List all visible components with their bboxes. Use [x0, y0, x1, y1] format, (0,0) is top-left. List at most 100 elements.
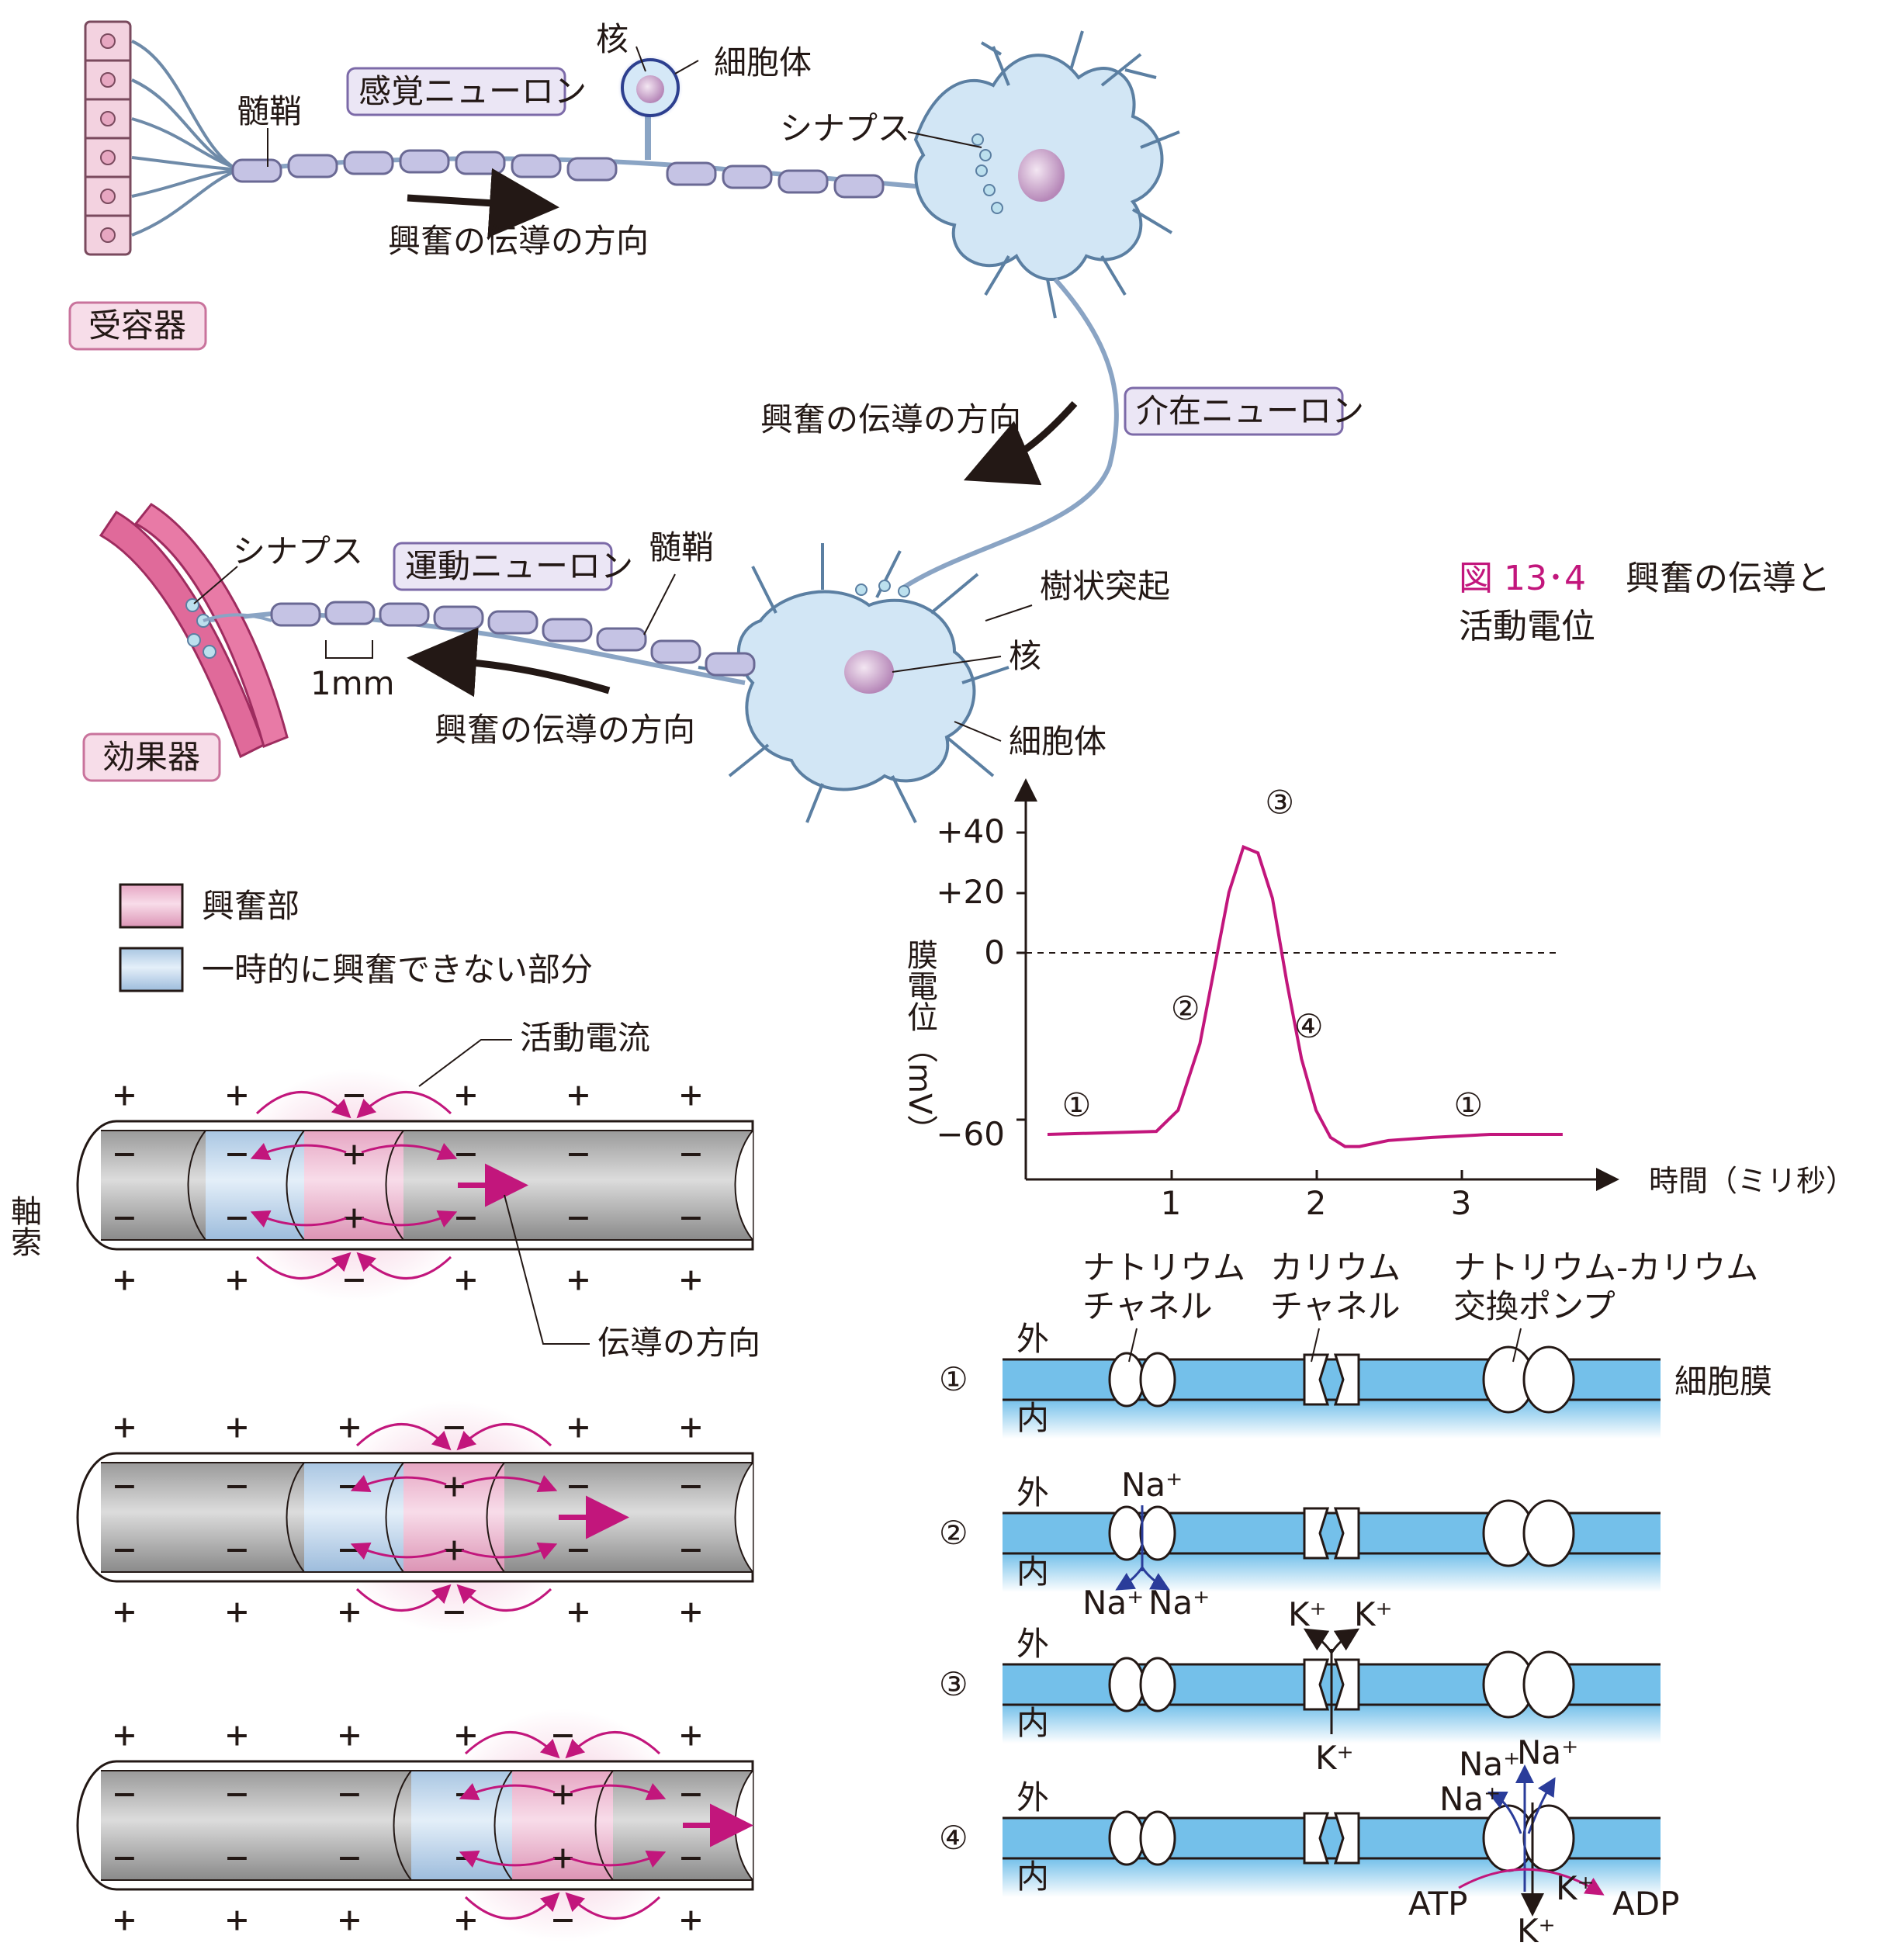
charge-sign: −	[226, 1196, 248, 1239]
charge-sign: +	[226, 1590, 248, 1633]
k-ion-label: K⁺	[1517, 1912, 1556, 1950]
x-tick-label: 3	[1451, 1184, 1472, 1222]
na-ion-label: Na⁺	[1082, 1584, 1144, 1622]
step-number: ②	[939, 1514, 968, 1552]
cell-body-label-top: 細胞体	[714, 43, 812, 81]
charge-sign: −	[226, 1836, 248, 1879]
figure-title-2: 活動電位	[1459, 607, 1595, 646]
axon-tube: ++−−++−−++−−++−−−−++++−−	[76, 1709, 754, 1942]
charge-sign: +	[680, 1405, 702, 1449]
effector-muscle	[99, 503, 289, 759]
inside-label: 内	[1016, 1858, 1049, 1896]
charge-sign: +	[455, 1258, 477, 1301]
charge-sign: +	[338, 1405, 361, 1449]
outside-label: 外	[1016, 1320, 1049, 1358]
charge-sign: +	[552, 1772, 574, 1816]
charge-sign: +	[113, 1073, 136, 1117]
cell-body-label-bottom: 細胞体	[1009, 722, 1106, 760]
outside-label: 外	[1016, 1778, 1049, 1816]
charge-sign: −	[113, 1132, 136, 1176]
na-ion-label: Na⁺	[1459, 1745, 1520, 1783]
curve-annotation: ①	[1062, 1086, 1092, 1124]
adp-label: ADP	[1612, 1885, 1679, 1923]
direction-label-mid: 興奮の伝導の方向	[760, 400, 1021, 438]
curve-annotation: ①	[1454, 1086, 1484, 1124]
outside-label: 外	[1016, 1473, 1049, 1512]
ap-curve	[1047, 844, 1563, 1148]
legend-refractory-swatch	[119, 947, 184, 992]
myelin-label-bottom: 髄鞘	[649, 528, 714, 566]
nucleus-label-bottom: 核	[1009, 637, 1041, 675]
curve-annotation: ②	[1171, 989, 1200, 1027]
charge-sign: +	[455, 1713, 477, 1757]
legend-excited-swatch	[119, 883, 184, 929]
k-ion-label: K⁺	[1354, 1595, 1393, 1633]
charge-sign: −	[455, 1196, 477, 1239]
charge-sign: −	[338, 1772, 361, 1816]
charge-sign: +	[680, 1258, 702, 1301]
sensory-label: 感覚ニューロン	[358, 72, 587, 110]
charge-sign: −	[680, 1132, 702, 1176]
y-tick-label: +20	[936, 873, 1005, 911]
charge-sign: −	[343, 1258, 365, 1301]
leader-lines	[193, 46, 1033, 742]
charge-sign: −	[443, 1590, 466, 1633]
charge-sign: −	[226, 1464, 248, 1508]
synapse-label-top: シナプス	[780, 109, 910, 147]
pump-label-1: ナトリウム-カリウム	[1453, 1248, 1758, 1286]
charge-sign: +	[338, 1713, 361, 1757]
na-ion-label: Na⁺	[1517, 1733, 1578, 1771]
step-number: ③	[939, 1665, 968, 1703]
atp-label: ATP	[1408, 1885, 1467, 1923]
charge-sign: −	[338, 1836, 361, 1879]
charge-sign: −	[338, 1464, 361, 1508]
nucleus-label-top: 核	[596, 20, 629, 58]
direction-arrow-bottom	[407, 627, 611, 698]
sensory-axon	[231, 101, 916, 199]
motor-label-box	[393, 542, 613, 591]
k-channel-label-2: チャネル	[1270, 1287, 1401, 1325]
curve-annotation: ③	[1265, 784, 1294, 822]
current-leader	[418, 1039, 512, 1087]
charge-sign: −	[680, 1464, 702, 1508]
membrane-panel: 外内①	[939, 1320, 1661, 1439]
y-axis-label: 膜電位（mV）	[902, 939, 938, 1145]
charge-sign: +	[113, 1405, 136, 1449]
membrane-leaders	[1128, 1328, 1522, 1363]
step-number: ④	[939, 1819, 968, 1857]
legend-excited-label: 興奮部	[202, 887, 300, 925]
charge-sign: +	[226, 1898, 248, 1941]
charge-sign: −	[226, 1772, 248, 1816]
charge-sign: +	[338, 1590, 361, 1633]
na-ion-label: Na⁺	[1121, 1466, 1183, 1504]
charge-sign: −	[680, 1528, 702, 1571]
charge-sign: +	[226, 1405, 248, 1449]
charge-sign: −	[226, 1132, 248, 1176]
charge-sign: +	[113, 1898, 136, 1941]
interneuron-axon	[899, 278, 1119, 592]
dendrite-label: 樹状突起	[1040, 567, 1170, 605]
x-tick-label: 2	[1306, 1184, 1327, 1222]
charge-sign: +	[338, 1898, 361, 1941]
charge-sign: +	[226, 1258, 248, 1301]
charge-sign: +	[113, 1713, 136, 1757]
charge-sign: −	[343, 1073, 365, 1117]
inside-label: 内	[1016, 1553, 1049, 1591]
direction-arrow-mid	[963, 400, 1078, 486]
direction-leader	[504, 1194, 590, 1345]
direction-label-axon: 伝導の方向	[597, 1324, 760, 1362]
y-tick-label: +40	[936, 812, 1005, 850]
scale-label: 1mm	[310, 664, 395, 702]
axon-tube: ++−−++−−++−−−−++++−−++−−	[76, 1401, 754, 1634]
direction-arrow-top	[407, 168, 559, 238]
myelin-label-top: 髄鞘	[237, 92, 302, 130]
step-number: ①	[939, 1360, 968, 1398]
x-axis-label: 時間（ミリ秒）	[1649, 1164, 1855, 1198]
charge-sign: +	[567, 1258, 590, 1301]
charge-sign: +	[113, 1258, 136, 1301]
motor-neuron-body	[698, 543, 1009, 823]
y-tick-label: −60	[936, 1115, 1005, 1153]
charge-sign: +	[443, 1464, 466, 1508]
